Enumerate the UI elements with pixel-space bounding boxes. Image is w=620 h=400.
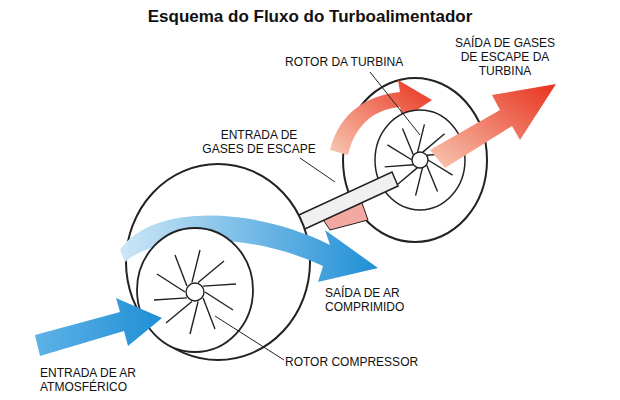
rotor-blade: [192, 250, 200, 283]
rotor-blade: [416, 168, 423, 196]
rotor-blade: [205, 292, 233, 310]
rotor-blade: [175, 255, 187, 286]
rotor-blade: [157, 274, 185, 292]
rotor-blade: [154, 298, 187, 300]
part-label: ROTOR COMPRESSOR: [285, 355, 425, 369]
rotor-blade: [203, 298, 215, 329]
rotor-blade: [395, 168, 417, 187]
rotor-blade: [385, 165, 414, 167]
rotor-blade: [387, 145, 412, 160]
turbine-hub: [412, 152, 428, 168]
exhaust-exit-arrow: [430, 84, 556, 168]
leader-lines: [215, 72, 420, 360]
part-label: SAÍDA DE GASES DE ESCAPE DA TURBINA: [445, 36, 565, 78]
part-label: ENTRADA DE GASES DE ESCAPE: [200, 128, 318, 156]
leader-line: [215, 316, 284, 360]
part-label: ROTOR DA TURBINA: [285, 55, 415, 69]
leader-line: [370, 72, 420, 135]
leader-line: [300, 158, 335, 182]
rotor-blade: [427, 165, 438, 192]
rotor-blade: [190, 302, 198, 335]
compressor-hub: [186, 283, 204, 301]
rotor-blade: [166, 302, 192, 324]
part-label: SAÍDA DE AR COMPRIMIDO: [325, 286, 415, 314]
rotor-blade: [418, 124, 425, 152]
air-inlet-arrow: [35, 298, 162, 356]
compressor-inlet-ring: [137, 228, 253, 352]
rotor-blade: [198, 261, 224, 283]
part-label: ENTRADA DE AR ATMOSFÉRICO: [40, 366, 144, 394]
diagram-title: Esquema do Fluxo do Turboalimentador: [0, 7, 620, 27]
rotor-blade: [403, 129, 414, 156]
compressor-housing: [126, 164, 310, 360]
rotor-blade: [203, 284, 236, 286]
